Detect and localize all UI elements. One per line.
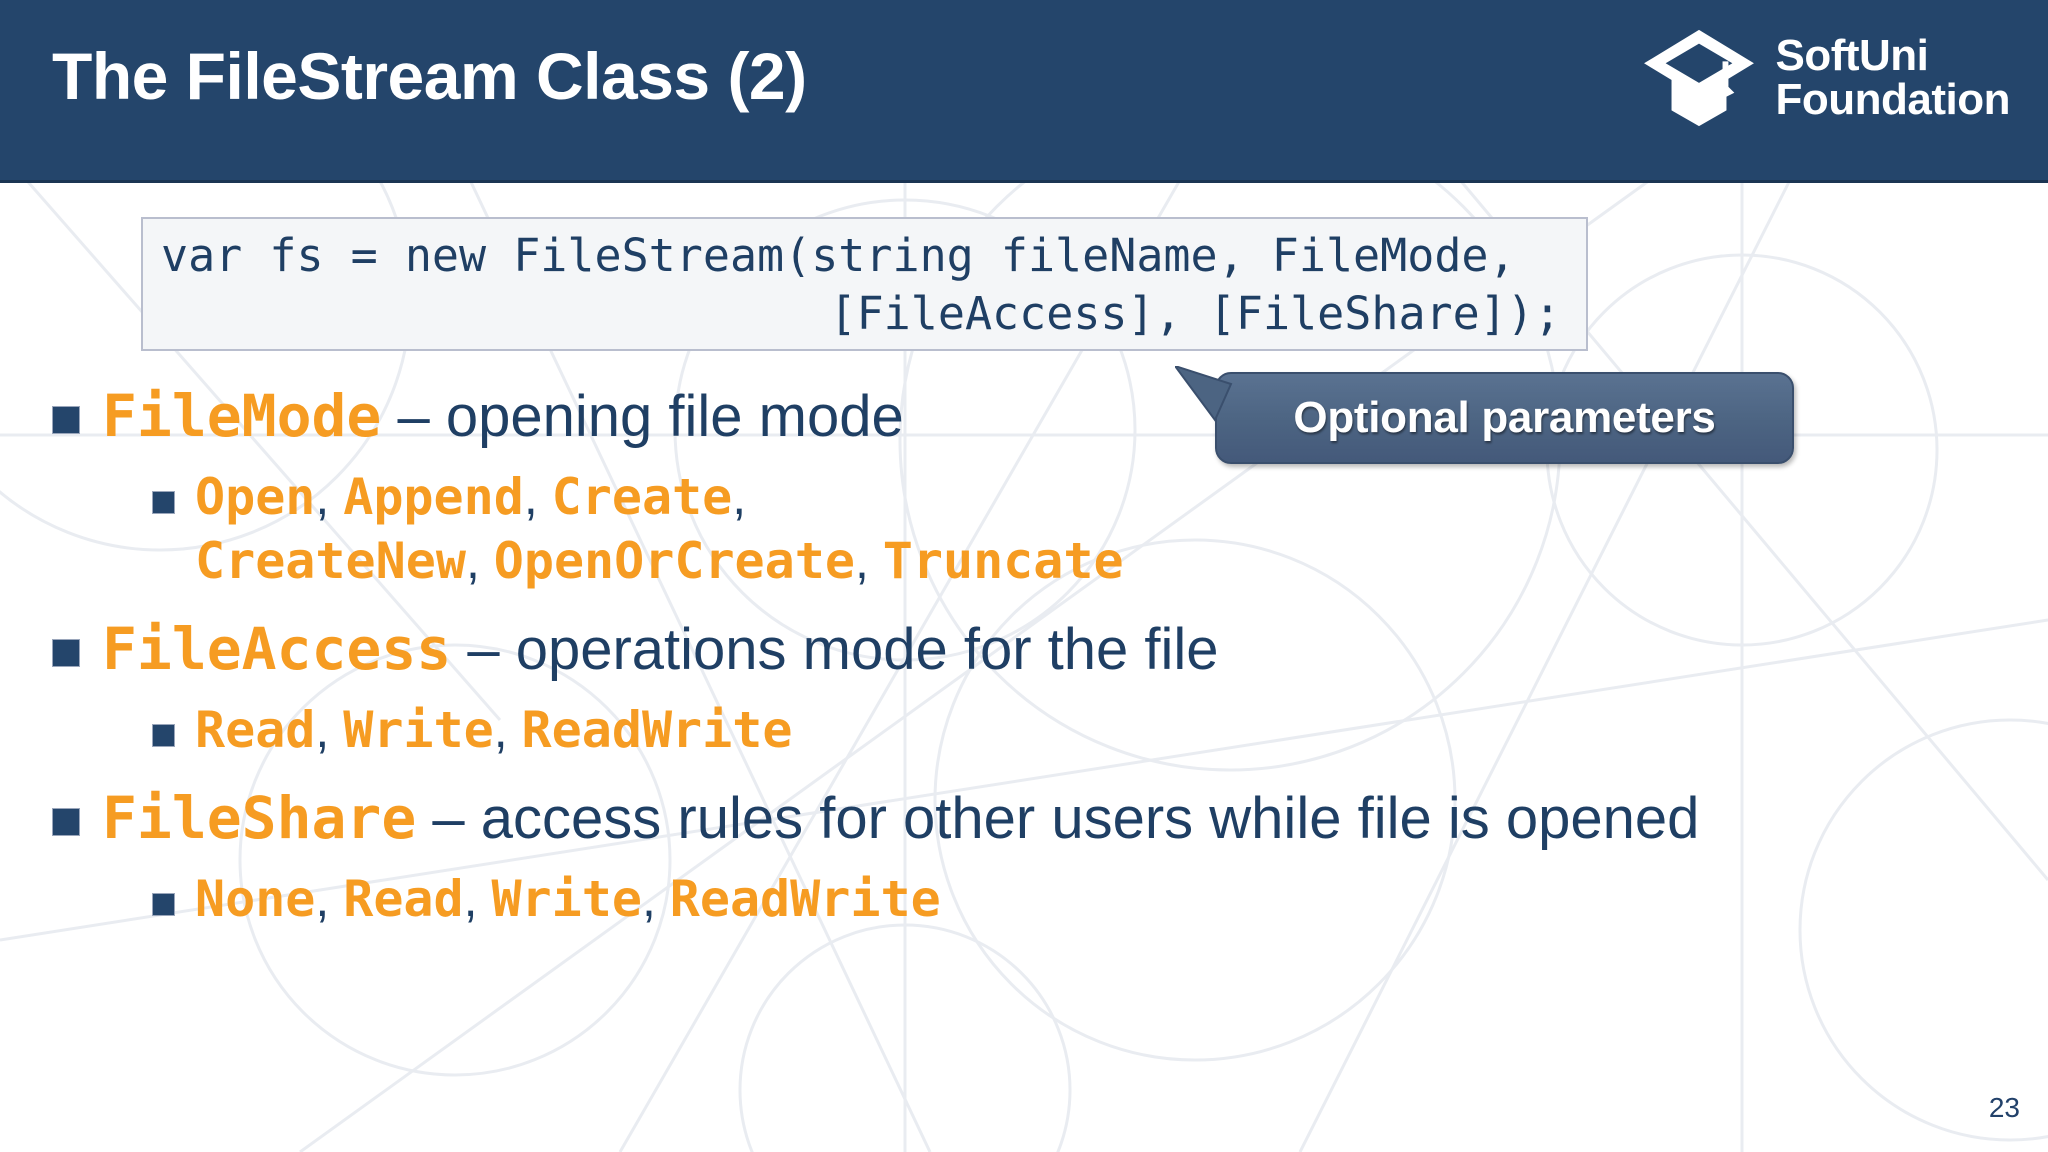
- list-item: None, Read, Write, ReadWrite: [0, 867, 2048, 931]
- bullet-text: Open, Append, Create,CreateNew, OpenOrCr…: [195, 468, 1124, 590]
- list-item: Open, Append, Create,CreateNew, OpenOrCr…: [0, 465, 2048, 593]
- list-item: FileAccess – operations mode for the fil…: [0, 611, 2048, 688]
- list-item: Read, Write, ReadWrite: [0, 698, 2048, 762]
- square-bullet-icon: [52, 406, 80, 434]
- page-number: 23: [1988, 1092, 2020, 1123]
- bullet-description: opening file mode: [445, 384, 904, 449]
- bullet-text: None, Read, Write, ReadWrite: [195, 870, 941, 928]
- bullet-text: FileMode – opening file mode: [102, 378, 904, 455]
- bullet-code-term: FileAccess: [102, 615, 452, 683]
- bullet-separator: –: [381, 384, 446, 449]
- code-line-2: [FileAccess], [FileShare]);: [829, 287, 1562, 340]
- bullet-code-term: FileMode: [102, 382, 382, 450]
- enum-value: OpenOrCreate: [493, 532, 855, 590]
- enum-value: None: [195, 870, 316, 928]
- bullet-text: Read, Write, ReadWrite: [195, 701, 793, 759]
- enum-value: Create: [551, 468, 733, 526]
- logo-line-1: SoftUni: [1775, 31, 1929, 80]
- bullet-text: FileShare – access rules for other users…: [102, 780, 1699, 857]
- brand-logo: SoftUni Foundation: [1640, 26, 2011, 130]
- graduation-cap-icon: [1643, 29, 1754, 127]
- enum-value: ReadWrite: [669, 870, 941, 928]
- square-bullet-icon: [52, 808, 80, 836]
- square-bullet-icon: [152, 893, 175, 916]
- bullet-separator: –: [451, 617, 516, 682]
- enum-value: Write: [491, 870, 642, 928]
- square-bullet-icon: [152, 491, 175, 514]
- bullet-text: FileAccess – operations mode for the fil…: [102, 611, 1219, 688]
- square-bullet-icon: [152, 724, 175, 747]
- enum-value: Truncate: [882, 532, 1124, 590]
- list-item: FileShare – access rules for other users…: [0, 780, 2048, 857]
- enum-value: ReadWrite: [521, 701, 793, 759]
- callout-tail-icon: [1175, 366, 1233, 422]
- enum-value: Open: [195, 468, 316, 526]
- enum-value: Read: [343, 870, 464, 928]
- enum-value: CreateNew: [195, 532, 466, 590]
- optional-parameters-callout: Optional parameters: [1175, 366, 1794, 464]
- bullet-description: operations mode for the file: [515, 617, 1219, 682]
- bullet-separator: –: [416, 786, 481, 851]
- code-snippet-box: var fs = new FileStream(string fileName,…: [141, 217, 1588, 351]
- logo-line-2: Foundation: [1775, 75, 2011, 124]
- bullet-description: access rules for other users while file …: [480, 786, 1700, 851]
- enum-value: Write: [343, 701, 494, 759]
- bullet-code-term: FileShare: [102, 784, 417, 852]
- page-title: The FileStream Class (2): [52, 39, 807, 113]
- code-line-1: var fs = new FileStream(string fileName,…: [161, 229, 1516, 282]
- square-bullet-icon: [52, 639, 80, 667]
- callout-label: Optional parameters: [1293, 393, 1716, 442]
- enum-value: Append: [343, 468, 524, 526]
- enum-value: Read: [195, 701, 316, 759]
